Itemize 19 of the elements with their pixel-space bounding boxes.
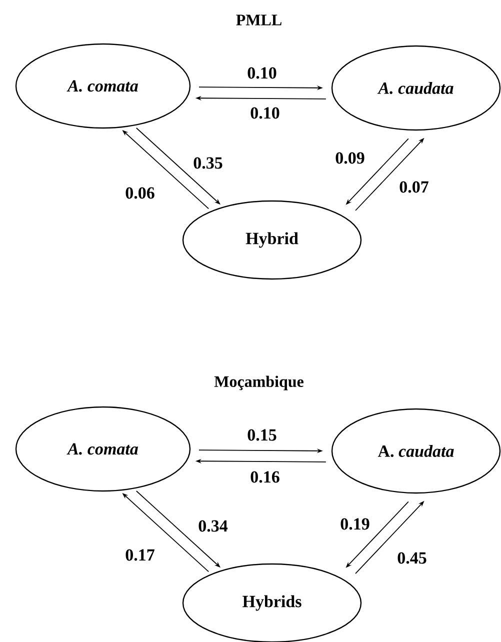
ellipse-node: Hybrid: [182, 200, 362, 280]
ellipse-node: A. comata: [15, 43, 191, 129]
ellipse-node: A. caudata: [331, 45, 501, 131]
edge-label: 0.19: [340, 518, 370, 530]
ellipse-node: A. comata: [15, 406, 191, 492]
edge-label: 0.09: [336, 152, 364, 164]
edge-label: 0.35: [194, 157, 222, 169]
edge-label: 0.10: [248, 67, 276, 79]
edge-label: 0.16: [250, 471, 280, 483]
edge-label: 0.15: [248, 429, 276, 441]
ellipse-node: A. caudata: [331, 408, 501, 494]
panel-title: PMLL: [236, 14, 282, 26]
edge-label: 0.06: [126, 187, 154, 199]
edge-label: 0.10: [250, 107, 280, 119]
panel-title: Moçambique: [214, 376, 304, 390]
edge-label: 0.17: [126, 549, 154, 561]
edge-label: 0.34: [198, 520, 228, 532]
edge-label: 0.45: [398, 552, 426, 564]
edge-label: 0.07: [400, 181, 428, 193]
